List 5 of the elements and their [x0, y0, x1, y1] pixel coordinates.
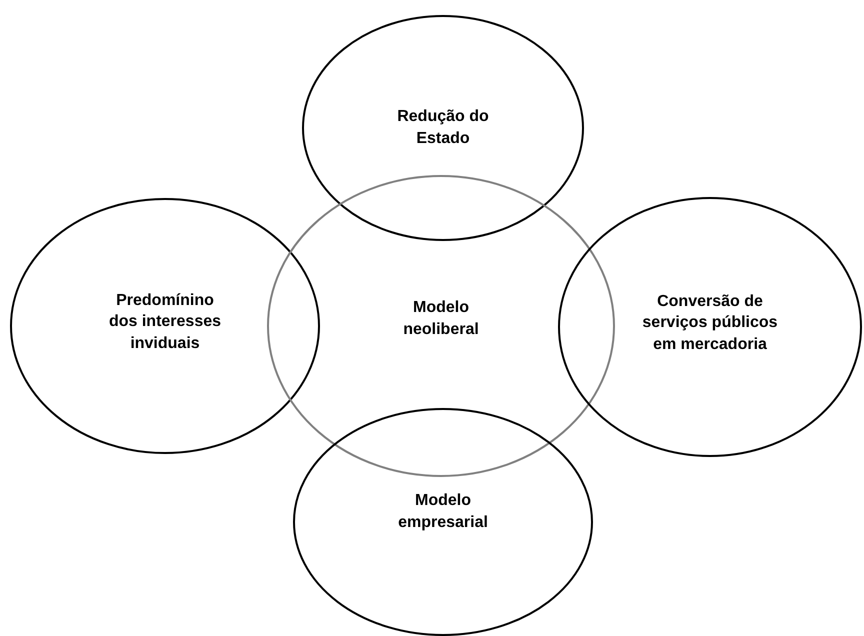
ellipse-label: Predomínino dos interesses inviduais: [108, 290, 222, 354]
ellipse-label: Redução do Estado: [396, 107, 490, 149]
ellipse-label: Modelo empresarial: [397, 491, 489, 533]
ellipse-label: Conversão de serviços públicos em mercadoria: [641, 292, 779, 355]
ellipse-label: Modelo neoliberal: [402, 298, 480, 340]
